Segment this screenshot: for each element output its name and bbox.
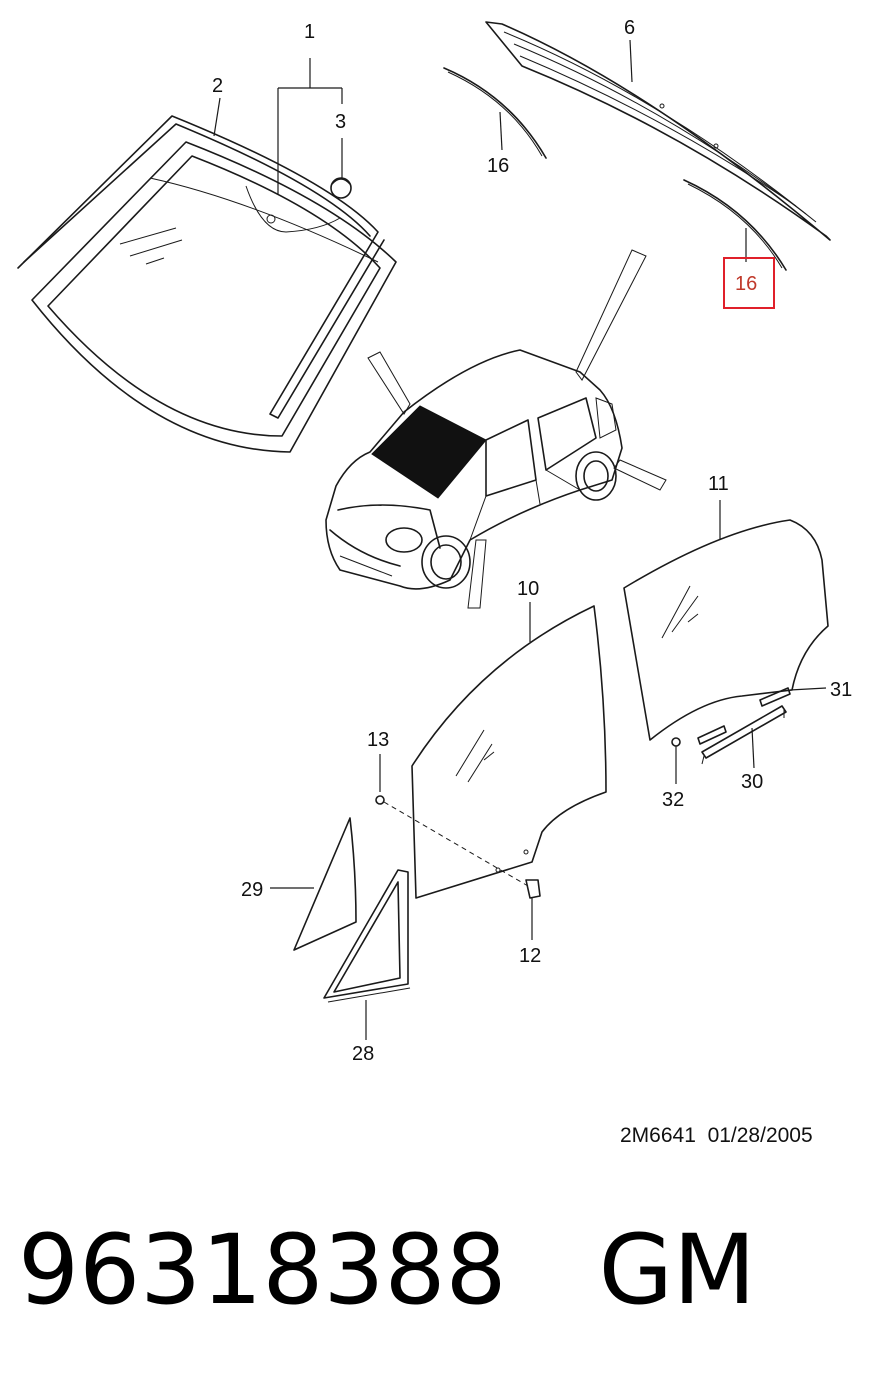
callout-13: 13 <box>367 729 389 751</box>
glass-run-channel <box>759 687 791 707</box>
callout-1: 1 <box>304 21 315 43</box>
brand-name: GM <box>598 1214 756 1326</box>
back-molding-upper <box>443 67 547 159</box>
mirror-base <box>330 177 352 199</box>
callout-16-highlighted: 16 <box>735 273 757 295</box>
callout-32: 32 <box>662 789 684 811</box>
callout-29: 29 <box>241 879 263 901</box>
windshield-assembly <box>17 115 397 453</box>
back-molding-lower <box>683 179 787 271</box>
callout-30: 30 <box>741 771 763 793</box>
callout-3: 3 <box>335 111 346 133</box>
bolt-32 <box>671 737 681 747</box>
callout-11: 11 <box>708 473 729 495</box>
quarter-glass <box>293 817 357 951</box>
bolt-path <box>383 801 529 887</box>
callout-31: 31 <box>830 679 852 701</box>
callout-2: 2 <box>212 75 223 97</box>
leader-lines <box>213 39 827 1040</box>
callout-12: 12 <box>519 945 541 967</box>
bracket-12 <box>525 879 541 899</box>
highlight-box <box>723 257 775 309</box>
rear-door-glass <box>623 519 829 741</box>
callout-6: 6 <box>624 17 635 39</box>
regulator-channel <box>697 705 787 765</box>
back-glass <box>485 21 831 241</box>
part-number: 96318388 <box>18 1214 507 1326</box>
diagram-reference: 2M6641 01/28/2005 <box>620 1124 813 1148</box>
callout-10: 10 <box>517 578 539 600</box>
bolt-13 <box>375 795 385 805</box>
reference-date: 01/28/2005 <box>707 1124 813 1147</box>
front-door-glass <box>411 605 607 899</box>
callout-16-upper: 16 <box>487 155 509 177</box>
callout-28: 28 <box>352 1043 374 1065</box>
car-illustration <box>325 249 667 609</box>
quarter-glass-frame <box>323 869 411 1003</box>
reference-code: 2M6641 <box>620 1124 696 1147</box>
